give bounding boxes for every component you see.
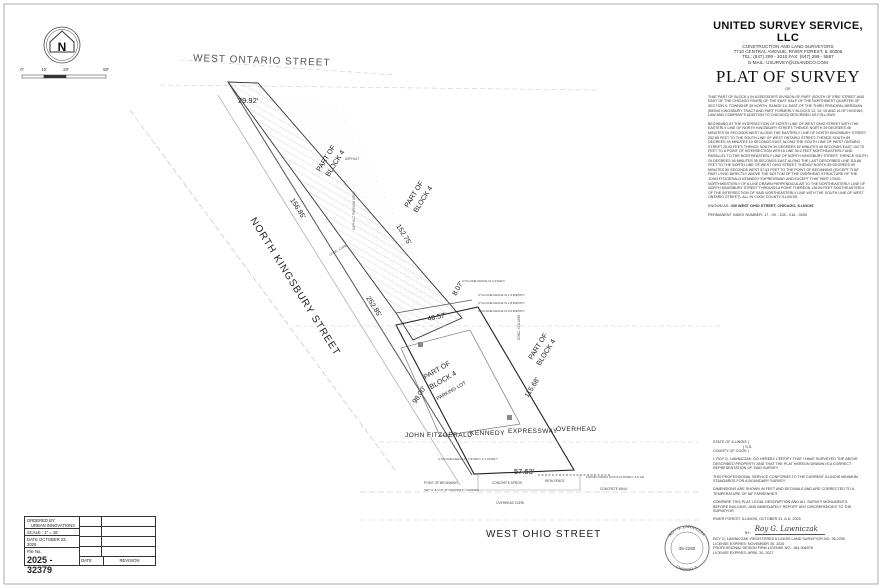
kingsbury-line-west: [129, 109, 396, 471]
scale-tick-10: 10': [41, 67, 47, 72]
note-conc-curb: CONC. CURB: [329, 243, 348, 257]
parking-inner: [400, 329, 521, 437]
company-line-2: 7710 CENTRAL AVENUE, RIVER FOREST, IL 60…: [733, 49, 843, 55]
sheet-border: [3, 3, 879, 585]
north-letter: N: [58, 40, 67, 54]
revision-col-revision: REVISION: [119, 558, 140, 563]
date-cell: DATE OCTOBER 23, 2025: [25, 536, 79, 548]
permanent-index: PERMANENT INDEX NUMBER: 17 - 09 - 128 - …: [708, 212, 808, 217]
plat-title: PLAT OF SURVEY: [715, 66, 861, 86]
cert-dimensions: DIMENSIONS ARE SHOWN IN FEET AND DECIMAL…: [713, 487, 854, 496]
note-cyclone-b: CYCLONE FENCE IS 1.8'WESTLY: [478, 301, 525, 305]
ontario-line-north: [179, 59, 396, 76]
svg-text:ROY G. LAWNICZAK: ROY G. LAWNICZAK: [667, 524, 706, 538]
company-email: E-MAIL: USURVEY@USANDCO.COM: [748, 59, 828, 65]
note-iron-fence: IRON FENCE: [545, 479, 565, 483]
known-as: KNOWN AS: 430 WEST OHIO STREET, CHICAGO,…: [708, 203, 814, 208]
kingsbury-line-east: [227, 81, 473, 476]
parcel-label-lower-center: PART OF BLOCK 4 PARKING LOT: [423, 360, 468, 402]
note-set-cut: SET 'X' & CUT AT PROPERTY CORNER: [424, 488, 480, 492]
parcel-label-upper-right: PART OF BLOCK 4: [404, 180, 435, 214]
note-conc-column: CONC. COLUMN: [517, 314, 521, 340]
dim-small-mid: 8.07': [452, 281, 466, 297]
signature: Roy G. Lawniczak: [754, 525, 825, 536]
street-west-ohio: WEST OHIO STREET: [486, 529, 601, 540]
street-west-ontario: WEST ONTARIO STREET: [193, 53, 331, 69]
dim-short-top: 48.57': [427, 312, 447, 323]
asphalt-zone: [280, 95, 440, 310]
north-arrow-icon: N: [43, 26, 81, 64]
parcel-label-lower-right: PART OF BLOCK 4: [528, 332, 558, 367]
note-concrete-apron: CONCRETE APRON: [492, 481, 523, 485]
surveyor-seal: ROY G. LAWNICZAK CHICAGO, IL 35-2290: [664, 524, 710, 572]
scale-tick-20: 20': [63, 67, 69, 72]
note-cyclone-c: CYCLONE FENCE IS 0.6'WESTLY: [478, 309, 525, 313]
parcel-lower: [395, 306, 575, 475]
cert-compare: COMPARE THIS PLAT, LEGAL DESCRIPTION AND…: [713, 499, 852, 514]
note-parking-area: ASPHALT PARKING AREA: [352, 191, 356, 230]
note-overhead-curb: OVERHEAD CURB: [496, 501, 524, 505]
note-concrete-walk: CONCRETE WALK: [600, 487, 629, 491]
dim-left-upper: 156.85': [288, 197, 306, 220]
dim-right-lower: 115.68': [524, 376, 542, 399]
concrete-apron-outline: [477, 475, 581, 491]
conc-column-icon: [507, 415, 512, 420]
scale-tick-50: 50': [103, 67, 109, 72]
scale-cell: SCALE : 1" = 15': [25, 529, 79, 536]
exception-line: [395, 299, 473, 314]
file-label: File No.:: [27, 548, 43, 554]
certification-block: STATE OF ILLINOIS )) S.S.COUNTY OF COOK …: [713, 440, 863, 555]
note-found-cross: FOUND CROSS NOTCH 0.8'NWLY & 0.3'E: [586, 475, 644, 479]
expressway-label-2: KENNEDY: [470, 430, 505, 437]
legal-description-1: THAT PART OF BLOCK 4 IN ASSESSOR'S DIVIS…: [708, 94, 865, 118]
design-firm-license: PROFESSIONAL DESIGN FIRM LICENSE NO.: 18…: [713, 546, 813, 551]
kingsbury-curb: [217, 94, 461, 486]
dim-bottom: 57.63': [514, 467, 535, 476]
expressway-label-3: EXPRESSWAY: [508, 428, 558, 435]
cert-statement: I, ROY G. LAWNICZAK, DO HEREBY CERTIFY T…: [713, 457, 858, 471]
note-cyclone-bottom: CYCLONE FENCE IS 1.8'SWLY & 1.6'NWLY: [438, 457, 498, 461]
file-number: 2025 - 32379: [27, 555, 53, 575]
expressway-label-4: OVERHEAD: [556, 426, 596, 433]
ontario-line-south: [159, 84, 601, 91]
cert-state: STATE OF ILLINOIS )) S.S.COUNTY OF COOK …: [713, 440, 753, 454]
cert-conforms: THIS PROFESSIONAL SERVICE CONFORMS TO TH…: [713, 474, 858, 484]
company-line-3: TEL: (847) 299 - 1010 FAX: (847) 299 - 5…: [742, 54, 834, 60]
note-cyclone-top: CYCLONE FENCE IS 0.4'SWLY: [462, 279, 505, 283]
svg-text:35-2290: 35-2290: [679, 546, 696, 551]
signature-row: BY: Roy G. Lawniczak: [713, 525, 863, 536]
dim-left-mid: 252.85': [364, 295, 382, 318]
plat-of: OF: [785, 85, 791, 91]
order-info: ORDERED BY: URBAN INNOVATIONS SCALE : 1"…: [25, 517, 80, 575]
surveyor-name: ROY G. LAWNICZAK, REGISTERED ILLINOIS LA…: [713, 537, 846, 542]
revision-col-date: DATE: [79, 557, 104, 565]
dim-top: 29.92': [238, 96, 259, 105]
company-line-1: CONSTRUCTION AND LAND SURVEYORS: [742, 44, 834, 49]
revision-grid: DATE REVISION: [79, 517, 155, 565]
note-asphalt: ASPHALT: [345, 157, 359, 161]
ordered-by: ORDERED BY: URBAN INNOVATIONS: [25, 517, 79, 529]
design-firm-expires: LICENSE EXPIRES: APRIL 30, 2027: [713, 550, 774, 555]
note-point-beginning: POINT OF BEGINNING: [424, 481, 458, 485]
note-cyclone-a: CYCLONE FENCE IS 1.6'WESTLY: [478, 293, 525, 297]
street-north-kingsbury: NORTH KINGSBURY STREET: [247, 216, 342, 358]
license-expires: LICENSE EXPIRES: NOVEMBER 30, 2026: [713, 541, 785, 546]
expressway-label-1: JOHN FITZGERALD: [405, 432, 472, 439]
svg-text:CHICAGO, IL: CHICAGO, IL: [675, 563, 700, 572]
title-block: UNITED SURVEY SERVICE, LLC CONSTRUCTION …: [708, 20, 868, 218]
graphic-scale: 0' 10' 20' 50': [20, 67, 109, 79]
scale-tick-0: 0': [20, 67, 24, 72]
company-name: UNITED SURVEY SERVICE, LLC: [713, 20, 863, 44]
cert-date-place: RIVER FOREST, ILLINOIS, OCTOBER 31, A.D.…: [713, 517, 801, 522]
revision-box: ORDERED BY: URBAN INNOVATIONS SCALE : 1"…: [24, 516, 156, 575]
conc-column-icon: [418, 342, 423, 347]
legal-description-2: BEGINNING AT THE INTERSECTION OF NORTH L…: [708, 121, 868, 200]
